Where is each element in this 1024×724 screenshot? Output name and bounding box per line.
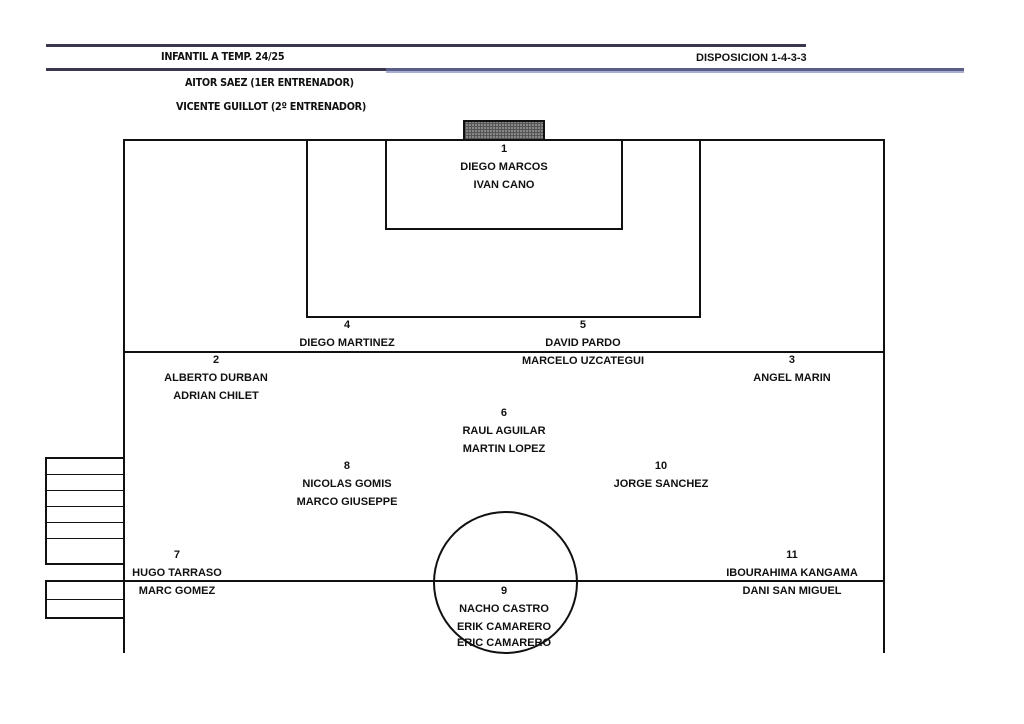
player-name: IBOURAHIMA KANGAMA: [726, 567, 858, 579]
position-number: 10: [654, 460, 668, 472]
position-number: 3: [788, 354, 796, 366]
defense-line: [123, 351, 885, 353]
team-title: INFANTIL A TEMP. 24/25: [161, 50, 285, 63]
center-circle: [433, 511, 578, 654]
player-name: RAUL AGUILAR: [462, 425, 546, 437]
player-name: MARC GOMEZ: [138, 585, 216, 597]
player-name: ADRIAN CHILET: [173, 390, 259, 402]
position-4: 4 DIEGO MARTINEZ: [299, 316, 394, 352]
bench-lower: [45, 580, 125, 619]
player-name: NICOLAS GOMIS: [302, 478, 392, 490]
player-name: HUGO TARRASO: [132, 567, 222, 579]
formation-title: DISPOSICION 1-4-3-3: [696, 52, 807, 64]
player-name: DIEGO MARCOS: [460, 161, 548, 173]
head-coach: AITOR SAEZ (1ER ENTRENADOR): [185, 76, 354, 89]
player-name: DAVID PARDO: [545, 337, 621, 349]
player-name: DANI SAN MIGUEL: [742, 585, 842, 597]
player-name: ERIK CAMARERO: [456, 621, 552, 633]
goal-area: [385, 139, 623, 230]
player-name: ALBERTO DURBAN: [164, 372, 268, 384]
header-rule-mid-right-shadow: [386, 71, 964, 73]
position-number: 9: [500, 585, 508, 597]
position-11: 11 IBOURAHIMA KANGAMA DANI SAN MIGUEL: [726, 546, 858, 600]
player-name: ERIC CAMARERO: [456, 637, 552, 647]
player-name: NACHO CASTRO: [459, 603, 549, 615]
header-rule-mid-left: [46, 68, 386, 71]
position-9: 9 NACHO CASTRO ERIK CAMARERO ERIC CAMARE…: [457, 582, 551, 647]
position-number: 6: [500, 407, 508, 419]
position-2: 2 ALBERTO DURBAN ADRIAN CHILET: [164, 351, 268, 405]
position-number: 2: [212, 354, 220, 366]
header-rule-top: [46, 44, 806, 47]
position-3: 3 ANGEL MARIN: [753, 351, 830, 387]
player-name: MARCELO UZCATEGUI: [521, 355, 645, 367]
header-rule-mid-right: [386, 68, 964, 71]
position-number: 4: [343, 319, 351, 331]
player-name: JORGE SANCHEZ: [613, 478, 709, 490]
position-1-goalkeeper: 1 DIEGO MARCOS IVAN CANO: [460, 140, 547, 194]
position-6: 6 RAUL AGUILAR MARTIN LOPEZ: [462, 404, 545, 458]
position-number: 8: [343, 460, 351, 472]
position-number: 1: [500, 143, 508, 155]
position-number: 5: [579, 319, 587, 331]
position-8: 8 NICOLAS GOMIS MARCO GIUSEPPE: [297, 457, 398, 511]
pitch-left-line: [123, 139, 125, 653]
player-name: ANGEL MARIN: [753, 372, 831, 384]
position-number: 11: [786, 549, 798, 561]
player-name: IVAN CANO: [473, 179, 535, 191]
position-number: 7: [173, 549, 181, 561]
position-5: 5 DAVID PARDO MARCELO UZCATEGUI: [522, 316, 644, 370]
player-name: MARCO GIUSEPPE: [296, 496, 398, 508]
position-10: 10 JORGE SANCHEZ: [614, 457, 709, 493]
assistant-coach: VICENTE GUILLOT (2º ENTRENADOR): [176, 100, 367, 113]
bench-upper: [45, 457, 125, 565]
player-name: MARTIN LOPEZ: [462, 443, 546, 455]
pitch-right-line: [883, 139, 885, 653]
position-7: 7 HUGO TARRASO MARC GOMEZ: [132, 546, 222, 600]
player-name: DIEGO MARTINEZ: [299, 337, 395, 349]
goal-net: [463, 120, 545, 141]
